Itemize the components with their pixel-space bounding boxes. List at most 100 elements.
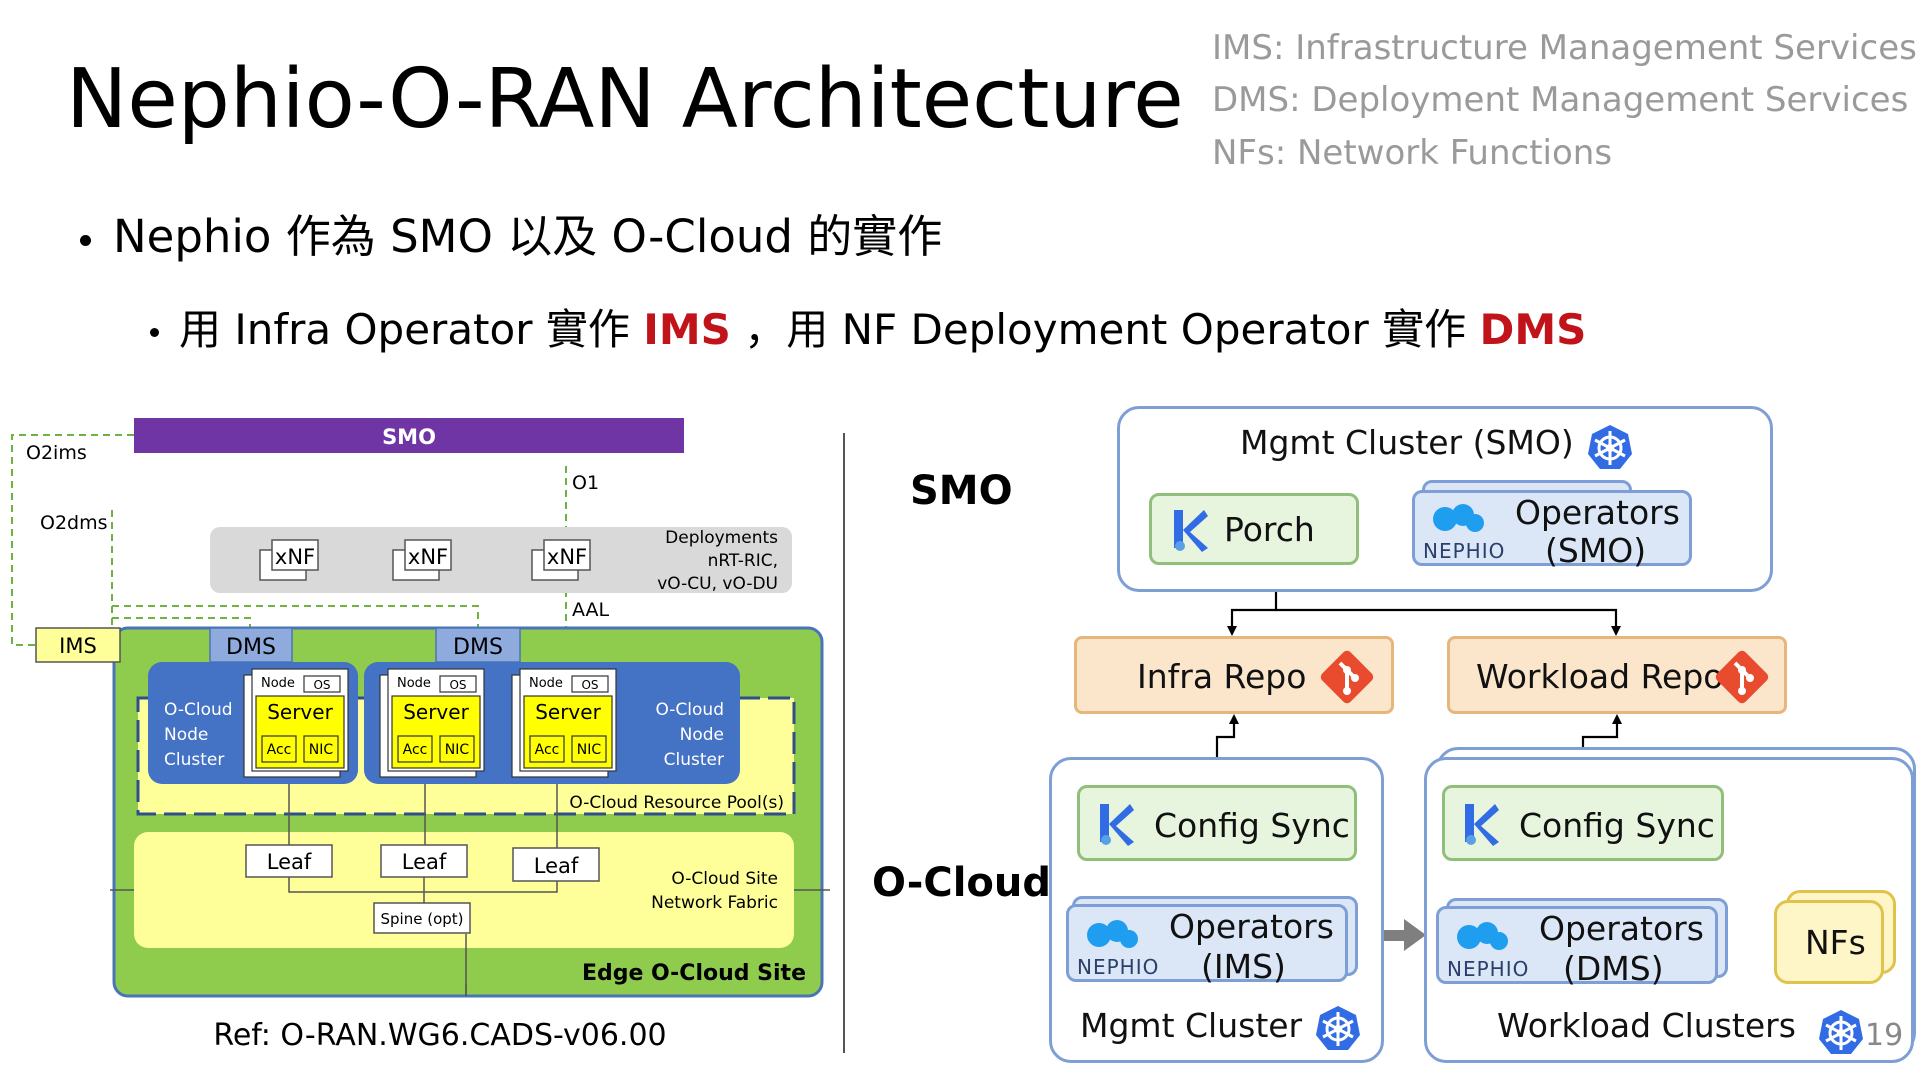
node-label: Node: [529, 676, 563, 691]
spine-box: [373, 902, 471, 934]
bullet2-part1: 用 Infra Operator 實作: [179, 305, 644, 354]
smo-section-label: SMO: [910, 468, 1013, 514]
nephio-logo-icon: [1087, 920, 1138, 948]
config-sync-label: Config Sync: [1154, 806, 1350, 845]
bullet2-dms: DMS: [1479, 305, 1587, 354]
legend-ims: IMS: Infrastructure Management Services: [1212, 28, 1917, 68]
mgmt-cluster-label: Mgmt Cluster: [1080, 1006, 1303, 1045]
os-label: OS: [449, 678, 466, 692]
os-box: [303, 675, 341, 693]
porch-label: Porch: [1224, 510, 1315, 549]
kpt-icon: [1100, 804, 1134, 846]
nephio-wordmark: NEPHIO: [1447, 957, 1530, 981]
node-cluster-right-3: Cluster: [664, 750, 724, 770]
node-cluster-left-3: Cluster: [164, 750, 224, 770]
mgmt-cluster-smo-label: Mgmt Cluster (SMO): [1240, 423, 1574, 462]
leaf-label: Leaf: [402, 850, 447, 874]
workload-repo-label: Workload Repo: [1476, 657, 1724, 696]
deployments-line-1: Deployments: [665, 528, 778, 548]
xnf-front-box: [543, 539, 591, 571]
xnf-group-1: xNF: [259, 539, 319, 581]
config-sync-box-mgmt: Config Sync: [1077, 785, 1357, 861]
o2dms-branch: [112, 605, 479, 628]
nic-label: NIC: [577, 742, 602, 758]
kpt-icon: [1174, 510, 1208, 552]
infra-repo-box: Infra Repo: [1074, 636, 1394, 714]
o2ims-label: O2ims: [26, 442, 87, 464]
server-node-3: Node OS Server Acc NIC: [511, 668, 617, 778]
acc-box: [529, 735, 565, 763]
config-sync-box-workload: Config Sync: [1442, 785, 1724, 861]
nfs-label: NFs: [1805, 923, 1866, 962]
kubernetes-icon: [1819, 1010, 1863, 1054]
operators-ims-label-2: (IMS): [1201, 947, 1286, 986]
spine-label: Spine (opt): [381, 910, 464, 928]
bullet2-part2: ，用 NF Deployment Operator 實作: [730, 305, 1480, 354]
infra-repo-label: Infra Repo: [1137, 657, 1307, 696]
node-cluster-right-1: O-Cloud: [655, 700, 724, 720]
nephio-logo-icon: [1457, 922, 1508, 950]
page-number: 19: [1865, 1018, 1904, 1053]
o2ims-line: [11, 434, 134, 646]
operators-dms-label-1: Operators: [1539, 909, 1704, 948]
xnf-label: xNF: [275, 545, 315, 569]
interface-lines: [11, 434, 567, 670]
server-node-2: Node OS Server Acc NIC: [379, 668, 485, 778]
xnf-label: xNF: [547, 545, 587, 569]
deployments-line-2: nRT-RIC,: [708, 551, 778, 571]
nephio-wordmark: NEPHIO: [1423, 539, 1506, 563]
network-fabric-line-1: O-Cloud Site: [671, 869, 778, 889]
acc-label: Acc: [403, 742, 428, 758]
os-label: OS: [313, 678, 330, 692]
slide-title: Nephio-O-RAN Architecture: [66, 52, 1184, 147]
ims-box: [35, 627, 121, 663]
os-box: [439, 675, 477, 693]
operators-ims-box: NEPHIO Operators (IMS): [1066, 904, 1348, 986]
node-cluster-right-2: Node: [680, 725, 724, 745]
git-icon: [1715, 650, 1769, 704]
resource-pool-label: O-Cloud Resource Pool(s): [569, 793, 784, 813]
nephio-logo-icon: [1433, 504, 1484, 532]
legend-dms: DMS: Deployment Management Services: [1212, 80, 1909, 120]
smo-bar-label: SMO: [382, 425, 436, 449]
acc-label: Acc: [267, 742, 292, 758]
xnf-front-box: [404, 539, 452, 571]
nic-box: [571, 735, 607, 763]
kpt-icon: [1465, 804, 1499, 846]
operators-smo-label-1: Operators: [1515, 493, 1680, 532]
o1-label: O1: [572, 472, 599, 494]
porch-to-workload-arrow: [1276, 608, 1621, 636]
server-label: Server: [535, 700, 601, 724]
operators-smo-box: NEPHIO Operators (SMO): [1412, 490, 1692, 570]
os-label: OS: [581, 678, 598, 692]
leaf-box-1: [245, 844, 333, 878]
xnf-label: xNF: [408, 545, 448, 569]
edge-site-label: Edge O-Cloud Site: [582, 961, 806, 986]
bullet-dot: [150, 328, 159, 337]
server-label: Server: [403, 700, 469, 724]
leaf-label: Leaf: [267, 850, 312, 874]
leaf-box-2: [380, 844, 468, 878]
dms-label: DMS: [453, 635, 503, 660]
bullet-level-2: 用 Infra Operator 實作 IMS ，用 NF Deployment…: [150, 296, 1586, 357]
server-label: Server: [267, 700, 333, 724]
workload-repo-box: Workload Repo: [1447, 636, 1787, 714]
o2dms-branch-2: [112, 617, 251, 628]
nfs-box: NFs: [1774, 900, 1884, 984]
config-sync-label: Config Sync: [1519, 806, 1715, 845]
nephio-wordmark: NEPHIO: [1077, 955, 1160, 979]
server-node-1: Node OS Server Acc NIC: [243, 668, 349, 778]
dms-box-1: [209, 627, 293, 663]
node-label: Node: [397, 676, 431, 691]
acc-box: [261, 735, 297, 763]
nic-label: NIC: [445, 742, 470, 758]
xnf-group-3: xNF: [531, 539, 591, 581]
os-box: [571, 675, 609, 693]
fabric-links: [110, 784, 830, 996]
ims-label: IMS: [59, 634, 97, 658]
dms-label: DMS: [226, 635, 276, 660]
acc-label: Acc: [535, 742, 560, 758]
nic-label: NIC: [309, 742, 334, 758]
operators-ims-label-1: Operators: [1169, 907, 1334, 946]
node-cluster-left-1: O-Cloud: [164, 700, 233, 720]
